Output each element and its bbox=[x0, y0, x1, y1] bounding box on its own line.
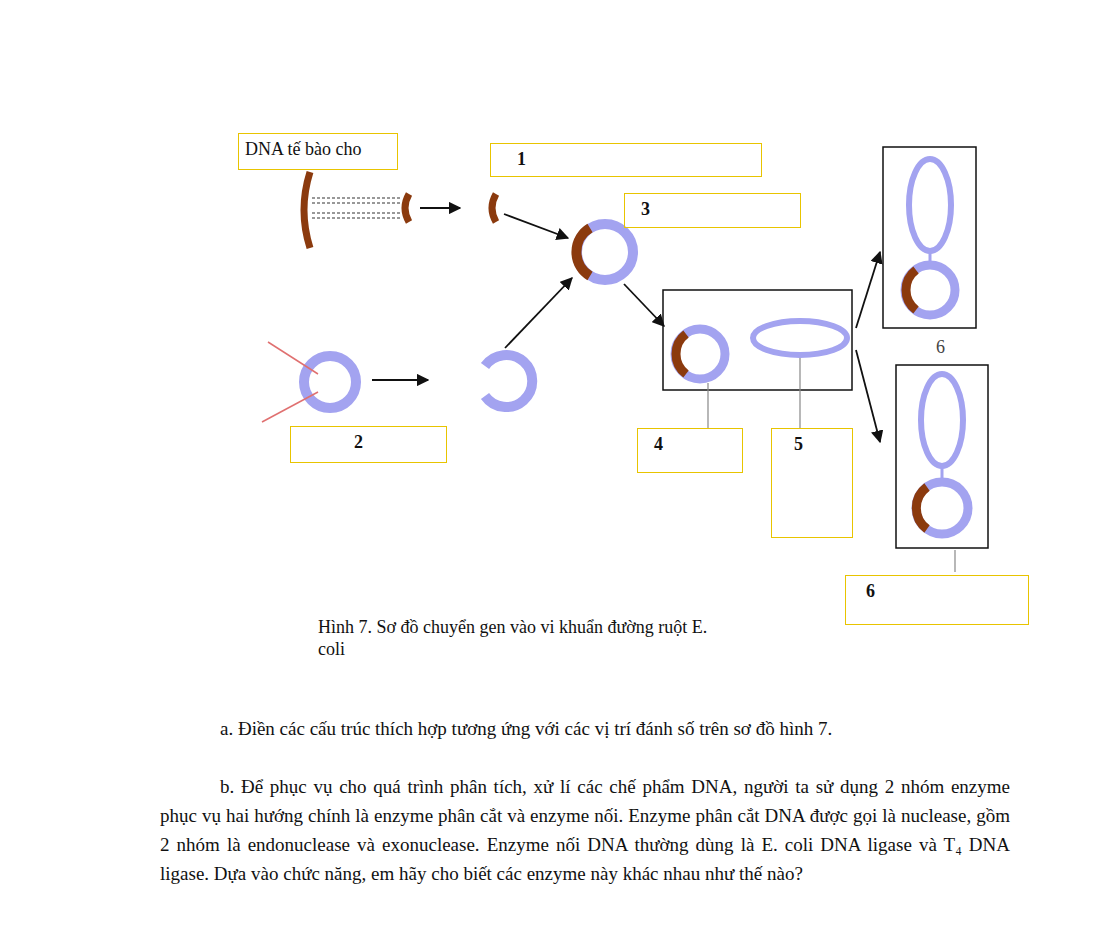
host-cell bbox=[663, 290, 852, 390]
leader-line bbox=[954, 550, 955, 572]
question-text: a. Điền các cấu trúc thích hợp tương ứng… bbox=[160, 714, 1010, 743]
answer-box: 4 bbox=[637, 428, 743, 473]
bacterial-dna bbox=[921, 374, 963, 466]
cut-line bbox=[262, 392, 318, 422]
answer-box: 5 bbox=[771, 428, 853, 538]
callout-number: 5 bbox=[794, 434, 846, 455]
plasmid bbox=[304, 356, 356, 408]
arrow bbox=[504, 214, 568, 238]
callout-number: 2 bbox=[354, 432, 440, 453]
connector-dna bbox=[941, 466, 944, 478]
figure-caption: Hình 7. Sơ đồ chuyển gen vào vi khuẩn đư… bbox=[318, 616, 718, 660]
callout-number: 6 bbox=[866, 581, 1022, 602]
callout-number: 1 bbox=[517, 149, 755, 170]
bacterial-dna bbox=[753, 321, 847, 355]
bacterial-dna bbox=[909, 159, 951, 251]
callout-number: 6 bbox=[936, 333, 945, 362]
callout-number: 4 bbox=[654, 434, 736, 455]
arrow bbox=[372, 379, 428, 381]
answer-box: 2 bbox=[290, 426, 447, 463]
arrow bbox=[624, 284, 664, 326]
connector-dna bbox=[929, 251, 932, 262]
gene-fragment bbox=[405, 194, 409, 222]
arrow bbox=[856, 252, 880, 328]
question-text: b. Để phục vụ cho quá trình phân tích, x… bbox=[160, 772, 1010, 888]
answer-box: 6 bbox=[845, 575, 1029, 625]
recombinant-plasmid bbox=[675, 329, 725, 379]
answer-box: 3 bbox=[624, 193, 801, 228]
leader-line bbox=[799, 358, 800, 428]
arrow bbox=[420, 207, 460, 209]
inserted-gene bbox=[906, 270, 916, 310]
daughter-cell bbox=[883, 147, 976, 328]
inserted-gene bbox=[916, 487, 927, 529]
donor-dna bbox=[304, 172, 310, 248]
inserted-gene bbox=[576, 228, 590, 276]
donor-dna-label: DNA tế bào cho bbox=[238, 133, 398, 170]
answer-box: 1 bbox=[490, 143, 762, 177]
leader-line bbox=[707, 383, 708, 428]
gene-fragment bbox=[492, 194, 496, 222]
daughter-cell bbox=[896, 365, 988, 548]
cut-line bbox=[268, 342, 318, 374]
callout-number: 3 bbox=[641, 199, 794, 220]
dna-strands bbox=[312, 198, 402, 218]
arrow bbox=[505, 278, 572, 348]
inserted-gene bbox=[676, 334, 686, 374]
recombinant-plasmid bbox=[905, 265, 955, 315]
arrow bbox=[856, 350, 880, 442]
opened-plasmid bbox=[485, 355, 532, 407]
recombinant-plasmid bbox=[916, 482, 968, 534]
recombinant-plasmid bbox=[577, 224, 633, 280]
node-title: DNA tế bào cho bbox=[245, 139, 391, 160]
